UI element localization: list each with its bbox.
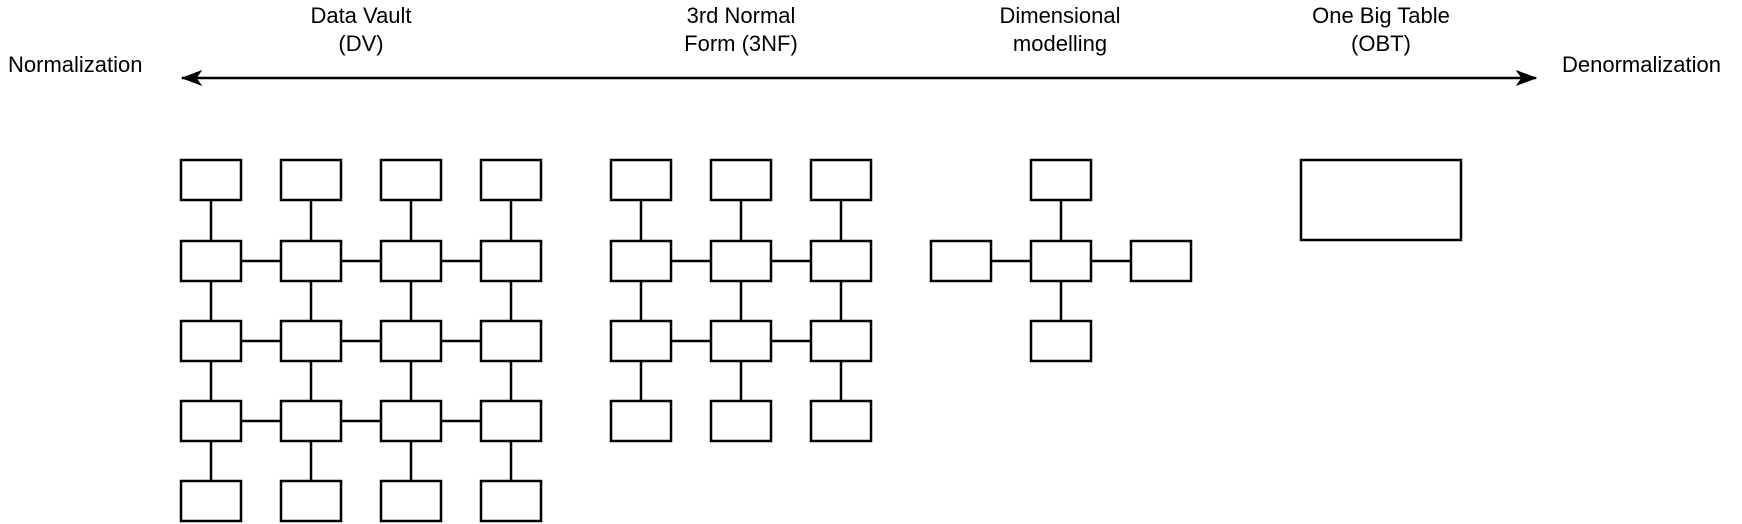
table-box [929, 239, 993, 283]
table-box [279, 319, 343, 363]
table-box [1129, 239, 1193, 283]
table-box [379, 319, 443, 363]
table-box [609, 319, 673, 363]
table-box [179, 239, 243, 283]
table-box [279, 158, 343, 202]
table-box [809, 239, 873, 283]
data-vault-diagram [179, 158, 543, 523]
table-box [179, 479, 243, 523]
table-box [609, 399, 673, 443]
table-box [279, 239, 343, 283]
dimensional-modelling-label: Dimensional modelling [999, 3, 1121, 56]
table-box [179, 158, 243, 202]
table-box [709, 399, 773, 443]
third-normal-form-diagram [609, 158, 873, 443]
table-box [1029, 158, 1093, 202]
table-box [179, 399, 243, 443]
table-box [479, 239, 543, 283]
table-box [709, 239, 773, 283]
table-box [709, 158, 773, 202]
table-box [479, 319, 543, 363]
table-box [609, 239, 673, 283]
table-box [279, 479, 343, 523]
table-box [709, 319, 773, 363]
data-vault-label: Data Vault (DV) [310, 3, 412, 56]
dimensional-modelling-diagram [929, 158, 1193, 363]
table-box [809, 319, 873, 363]
third-normal-form-label: 3rd Normal Form (3NF) [684, 3, 798, 56]
table-box [809, 158, 873, 202]
one-big-table-label: One Big Table (OBT) [1312, 3, 1450, 56]
table-box [379, 239, 443, 283]
denormalization-label: Denormalization [1562, 52, 1721, 77]
table-box [379, 399, 443, 443]
table-box [479, 479, 543, 523]
table-box [379, 479, 443, 523]
table-box [609, 158, 673, 202]
table-box [179, 319, 243, 363]
table-box [809, 399, 873, 443]
normalization-label: Normalization [8, 52, 143, 77]
table-box [479, 399, 543, 443]
one-big-table-diagram [1299, 158, 1463, 242]
table-box [1029, 319, 1093, 363]
table-box [379, 158, 443, 202]
table-box [1299, 158, 1463, 242]
table-box [279, 399, 343, 443]
table-box [1029, 239, 1093, 283]
table-box [479, 158, 543, 202]
